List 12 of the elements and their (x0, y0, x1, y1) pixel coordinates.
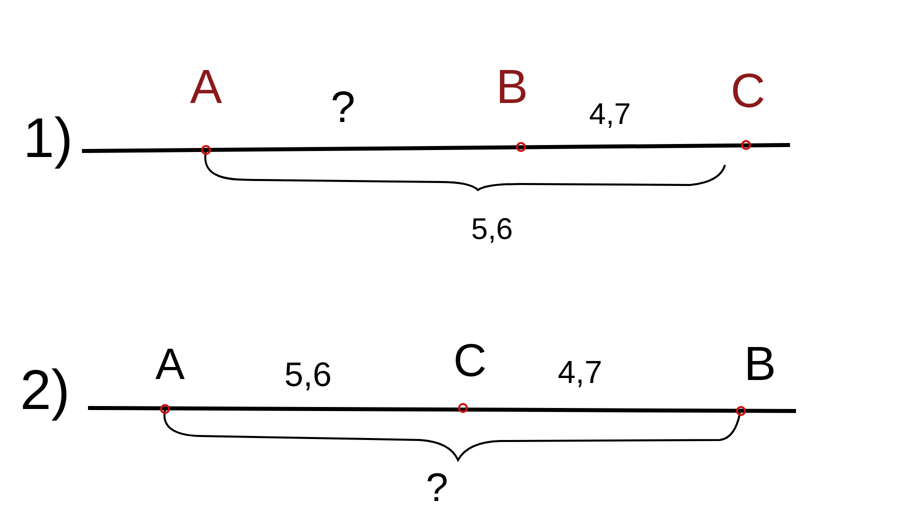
segment-length: 4,7 (558, 356, 602, 388)
segment-length: 5,6 (284, 358, 332, 392)
unknown-length: ? (426, 468, 448, 508)
point-label: A (190, 64, 222, 112)
point-label: C (730, 68, 766, 116)
segment-length: 4,7 (589, 100, 631, 130)
point-label: B (744, 341, 776, 389)
segment-length: 5,6 (471, 215, 513, 245)
point-label: C (453, 337, 487, 383)
unknown-length: ? (330, 86, 356, 130)
point-label: B (496, 64, 528, 112)
point-label: A (155, 343, 185, 387)
